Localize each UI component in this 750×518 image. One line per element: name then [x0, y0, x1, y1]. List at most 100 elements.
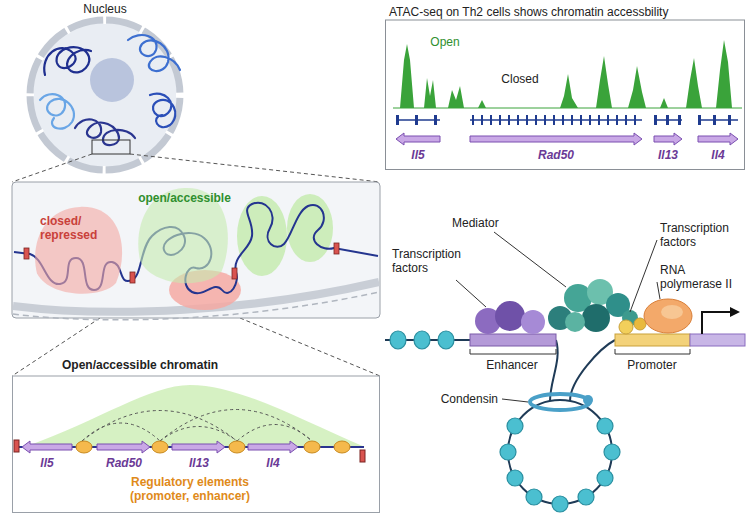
- accessible-locus-part-part: [360, 450, 365, 462]
- atac-track-part-part: [470, 119, 642, 121]
- accessible-locus-part-part: [304, 441, 320, 453]
- accessible-locus-part-part: [229, 441, 245, 453]
- atac-track-part: [396, 133, 738, 145]
- gene-name: Il5: [40, 456, 53, 470]
- enhancer-promoter-loop-part-part: [438, 331, 454, 349]
- part-label: Condensin: [441, 392, 498, 406]
- zoom-lines-part: [240, 318, 380, 376]
- enhancer-promoter-loop-part: [644, 299, 692, 333]
- zoom-lines: [12, 154, 380, 376]
- enhancer-promoter-loop-part-part: [552, 496, 568, 512]
- enhancer-promoter-loop-part-part: [550, 340, 558, 401]
- leader-lines-part: [494, 232, 566, 287]
- enhancer-promoter-loop-part-part: [597, 470, 613, 486]
- enhancer-promoter-loop: [385, 232, 745, 512]
- chromatin-territories-part: [150, 94, 175, 128]
- panel-border: [13, 376, 380, 513]
- open-chromatin-region: open/accessible: [133, 186, 236, 290]
- atac-track-part-part: [396, 115, 440, 125]
- signal-label: Closed: [501, 72, 538, 86]
- gene-name: Il13: [189, 456, 209, 470]
- enhancer-promoter-loop-part: [661, 305, 683, 319]
- enhancer-promoter-loop-part: [619, 320, 633, 334]
- zoom-chromatin-part: [237, 196, 287, 276]
- atac-track-part-part: [472, 115, 640, 125]
- gene-name: Il4: [711, 148, 724, 162]
- part-label: Enhancer: [486, 358, 537, 372]
- enhancer-promoter-loop-part-part: [414, 331, 430, 349]
- gene-name: Rad50: [538, 148, 574, 162]
- enhancer-promoter-loop-part-part: [470, 349, 556, 354]
- part-label: RNA polymerase II: [660, 264, 744, 292]
- gene-name: Il4: [266, 456, 279, 470]
- accessible-locus-part-part: [152, 441, 168, 453]
- accessible-locus-part-part: [334, 441, 350, 453]
- enhancer-promoter-loop-part: [530, 394, 590, 410]
- gene-name: Il13: [658, 148, 678, 162]
- enhancer-promoter-loop-part-part: [604, 444, 620, 460]
- enhancer-promoter-loop-part-part: [526, 489, 542, 505]
- chromatin-territories-part: [44, 47, 91, 75]
- enhancer-promoter-loop-part: [470, 349, 690, 354]
- atac-track-part-part: [698, 133, 738, 145]
- atac-panel: ATAC-seq on Th2 cells shows chromatin ac…: [385, 2, 745, 170]
- accessible-locus-part-part: [14, 440, 19, 452]
- accessible-locus-part: [22, 441, 298, 453]
- leader-lines-part: [502, 399, 528, 402]
- chromatin-territories-part: [40, 94, 74, 129]
- enhancer-promoter-loop-part-part: [507, 418, 523, 434]
- enhancer-promoter-loop-part: [385, 340, 615, 504]
- accessible-locus-part: [25, 385, 365, 447]
- nucleus-figure-part: [92, 140, 130, 154]
- node-text: closed/ repressed: [40, 215, 106, 243]
- nucleus-figure: [30, 20, 180, 170]
- atac-track-part-part: [654, 119, 682, 121]
- enhancer-promoter-loop-part-part: [521, 310, 545, 334]
- enhancer-promoter-loop-part: [730, 307, 740, 317]
- zoom-chromatin-part-part: [24, 248, 29, 259]
- atac-track-part-part: [698, 115, 738, 125]
- accessible-locus-part-part: [160, 427, 237, 442]
- zoom-chromatin-part-part: [232, 268, 237, 279]
- zoom-chromatin-part-part: [130, 272, 135, 283]
- enhancer-promoter-loop-part-part: [582, 304, 610, 332]
- region-blob: [35, 207, 122, 294]
- chromatin-territories-part: [75, 119, 135, 145]
- enhancer-promoter-loop-part-part: [507, 470, 523, 486]
- enhancer-promoter-loop-part: [615, 334, 690, 346]
- node-outline: [385, 2, 745, 170]
- atac-track-part: [396, 120, 738, 121]
- node-text: Open/accessible chromatin: [62, 358, 380, 372]
- chromatin-territories-part: [128, 35, 180, 71]
- atac-track-part-part: [396, 119, 440, 121]
- accessible-locus-part: [76, 441, 350, 453]
- accessible-locus-part-part: [237, 425, 312, 442]
- part-label: Mediator: [452, 216, 499, 230]
- atac-track-part-part: [654, 133, 682, 145]
- enhancer-promoter-loop-part-part: [597, 418, 613, 434]
- atac-track-part: [393, 108, 742, 109]
- enhancer-promoter-loop-part-part: [390, 331, 406, 349]
- leader-lines-part: [657, 282, 660, 299]
- gene-name: Il5: [411, 148, 424, 162]
- part-label: Transcription factors: [392, 248, 478, 276]
- accessible-locus-part-part: [160, 410, 312, 442]
- enhancer-promoter-loop-part-part: [570, 340, 615, 401]
- panel-border: [386, 20, 745, 170]
- nucleus-figure-part: [90, 58, 134, 102]
- leader-lines-part: [630, 240, 657, 312]
- closed-chromatin-region: closed/ repressed: [30, 205, 130, 300]
- accessible-locus-part-part: [76, 441, 92, 453]
- accessible-locus-part-part: [97, 441, 150, 453]
- atac-track-part-part: [698, 119, 738, 121]
- zoom-chromatin-part-part: [334, 243, 339, 254]
- enhancer-promoter-loop-part: [690, 334, 745, 346]
- enhancer-promoter-loop-part-part: [565, 312, 585, 332]
- enhancer-promoter-loop-part-part: [508, 400, 612, 504]
- enhancer-promoter-loop-part-part: [578, 489, 594, 505]
- enhancer-promoter-loop-part-part: [615, 349, 690, 354]
- enhancer-promoter-loop-part: [390, 331, 620, 512]
- signal-label: Open: [430, 35, 459, 49]
- accessible-locus: [14, 385, 365, 462]
